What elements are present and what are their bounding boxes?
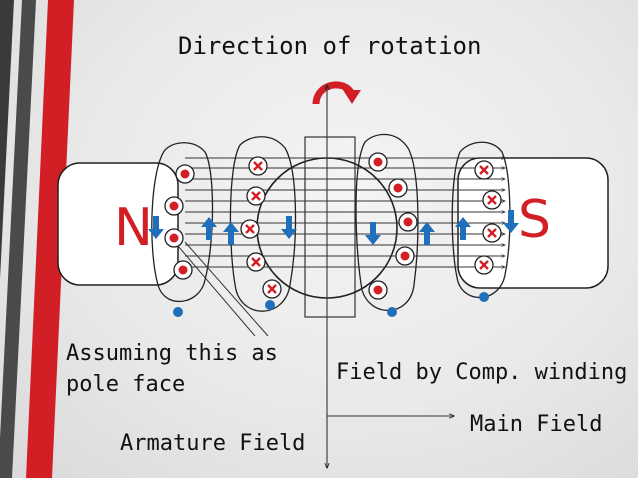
current-into-page-icon [248,156,268,176]
arrow-down-icon [503,210,519,233]
current-out-of-page-icon [368,280,388,300]
current-into-page-icon [246,252,266,272]
current-out-of-page-icon [368,152,388,172]
current-into-page-icon [474,255,494,275]
rotor-shaft [304,136,356,318]
main-field-label: Main Field [470,412,603,437]
arrow-down-icon [281,216,297,239]
coil-loop-4 [451,141,511,298]
north-pole-shoe [57,162,179,286]
current-out-of-page-icon [173,260,193,280]
arrow-down-icon [365,222,381,245]
current-out-of-page-icon [164,196,184,216]
current-out-of-page-icon [175,164,195,184]
current-out-of-page-icon [388,178,408,198]
current-into-page-icon [262,279,282,299]
south-pole-label: S [518,190,552,250]
dot-conductors [164,152,418,300]
current-into-page-icon [482,190,502,210]
pole-face-pointers [177,241,269,337]
cross-conductors [240,156,502,299]
stripe-dark-inner [0,0,36,478]
decorative-stripes [0,0,74,478]
brush-dots [173,292,489,317]
current-into-page-icon [246,186,266,206]
pole-face-label-line2: pole face [66,372,186,397]
diagram-title: Direction of rotation [178,32,482,60]
current-into-page-icon [482,223,502,243]
north-pole-label: N [114,198,153,258]
current-out-of-page-icon [164,228,184,248]
pole-face-label-line1: Assuming this as [66,341,278,366]
coil-loop-3 [355,133,419,312]
current-out-of-page-icon [398,212,418,232]
arrow-up-icon [455,217,471,240]
arrow-up-icon [419,222,435,245]
stripe-red [26,0,74,478]
current-into-page-icon [474,160,494,180]
compensating-field-arrows [148,210,519,245]
arrow-up-icon [201,217,217,240]
arrow-down-icon [148,216,164,239]
stripe-dark-outer [0,0,14,279]
field-axes [327,85,454,468]
armature-field-label: Armature Field [120,431,306,456]
current-out-of-page-icon [395,246,415,266]
current-into-page-icon [240,219,260,239]
rotation-arrow-icon [312,81,361,105]
arrow-up-icon [223,222,239,245]
comp-winding-label: Field by Comp. winding [336,360,628,385]
